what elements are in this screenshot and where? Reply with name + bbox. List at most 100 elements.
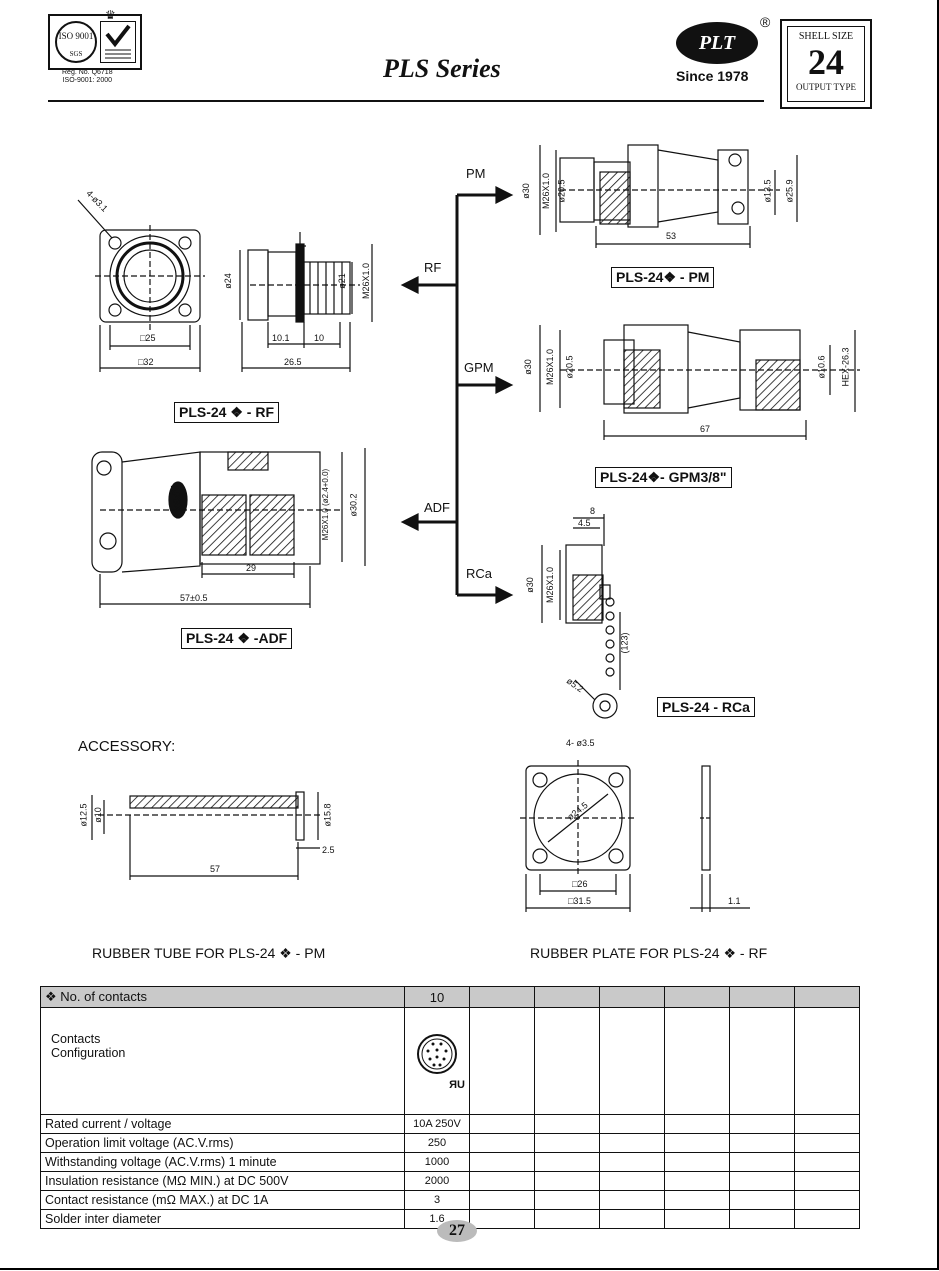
- pm-dim-53: 53: [666, 231, 677, 241]
- pm-dim-20-5: ø20.5: [556, 179, 567, 203]
- rf-model-label: PLS-24 ❖ - RF: [174, 402, 280, 423]
- contacts-count-label: ❖ No. of contacts: [40, 986, 405, 1008]
- row-label: Contact resistance (mΩ MAX.) at DC 1A: [40, 1190, 405, 1210]
- rf-dim-thread: M26X1.0: [361, 262, 372, 300]
- row-label: Insulation resistance (MΩ MIN.) at DC 50…: [40, 1171, 405, 1191]
- plate-dim-26: □26: [572, 879, 588, 889]
- arrow-rf-icon: [400, 276, 419, 294]
- config-label-2: Configuration: [51, 1046, 126, 1060]
- rca-dim-thread: M26X1.0: [545, 566, 556, 604]
- header-rule: [48, 100, 764, 102]
- row-value: 250: [404, 1133, 470, 1153]
- gpm-model-label: PLS-24❖- GPM3/8": [595, 467, 732, 488]
- branch-label-adf: ADF: [424, 500, 450, 515]
- plate-dim-holes: 4- ø3.5: [566, 738, 595, 748]
- cert-standard: ISO-9001: 2000: [62, 77, 113, 84]
- accessory-heading: ACCESSORY:: [78, 738, 176, 755]
- pm-dim-30: ø30: [520, 183, 531, 199]
- rca-model-label: PLS-24 - RCa: [657, 697, 755, 717]
- technical-drawings: [77, 144, 860, 912]
- rca-drawing: [541, 514, 621, 719]
- iso-seal-icon: ISO 9001 SGS: [55, 21, 97, 63]
- rf-dim-10: 10: [314, 333, 325, 343]
- row-label: Operation limit voltage (AC.V.rms): [40, 1133, 405, 1153]
- iso-certification-badge: ISO 9001 SGS: [48, 14, 142, 70]
- rubber-plate-drawing: [520, 760, 750, 912]
- pm-dim-25-9: ø25.9: [784, 179, 795, 203]
- registered-mark: ®: [760, 14, 771, 30]
- contact-layout-icon: [417, 1033, 457, 1074]
- output-type-label: OUTPUT TYPE: [796, 82, 856, 92]
- table-row: Contacts Configuration ЯU: [40, 1007, 860, 1115]
- arrow-pm-icon: [495, 186, 514, 204]
- rf-dim-21: ø21: [336, 273, 347, 289]
- gpm-dim-67: 67: [700, 424, 711, 434]
- row-value: 3: [404, 1190, 470, 1210]
- gpm-dim-hex: HEX-26.3: [840, 347, 851, 387]
- row-label: Solder inter diameter: [40, 1209, 405, 1229]
- contacts-count-value: 10: [404, 986, 470, 1008]
- adf-dim-29: 29: [246, 563, 257, 573]
- shell-size-label: SHELL SIZE: [798, 31, 854, 42]
- cert-registration: Reg. No. Q6718 ISO-9001: 2000: [62, 69, 113, 85]
- rubber-tube-caption: RUBBER TUBE FOR PLS-24 ❖ - PM: [92, 945, 326, 961]
- ul-mark-icon: ЯU: [449, 1078, 465, 1091]
- tube-dim-12-5: ø12.5: [78, 803, 89, 827]
- gpm-dim-30: ø30: [522, 359, 533, 375]
- pm-drawing: [539, 144, 798, 248]
- pm-model-label: PLS-24❖ - PM: [611, 267, 715, 288]
- adf-dim-30-2: ø30.2: [348, 493, 359, 517]
- rf-front-view: [77, 199, 205, 372]
- plt-logo: PLT: [676, 22, 758, 64]
- rf-side-view: [239, 232, 373, 372]
- branch-label-pm: PM: [466, 166, 486, 181]
- since-text: Since 1978: [676, 68, 749, 84]
- row-label: Rated current / voltage: [40, 1114, 405, 1134]
- shell-size-box: SHELL SIZE 24 OUTPUT TYPE: [780, 19, 872, 109]
- adf-dim-57: 57±0.5: [180, 593, 208, 603]
- adf-drawing: [91, 448, 366, 608]
- arrow-adf-icon: [400, 513, 419, 531]
- checkmark-icon: [100, 21, 136, 63]
- tube-dim-57: 57: [210, 864, 221, 874]
- branch-label-rca: RCa: [466, 566, 493, 581]
- rf-dim-26-5: 26.5: [284, 357, 302, 367]
- gpm-dim-10-6: ø10.6: [816, 355, 827, 379]
- arrow-gpm-icon: [495, 376, 514, 394]
- row-value: 10A 250V: [404, 1114, 470, 1134]
- plate-dim-31-5: □31.5: [568, 896, 591, 906]
- cert-reg-number: Reg. No. Q6718: [62, 69, 113, 76]
- table-header-row: ❖ No. of contacts 10: [40, 986, 860, 1008]
- branch-label-gpm: GPM: [464, 360, 494, 375]
- rubber-plate-caption: RUBBER PLATE FOR PLS-24 ❖ - RF: [530, 945, 768, 961]
- tube-dim-2-5: 2.5: [322, 845, 335, 855]
- pm-dim-13-5: ø13.5: [762, 179, 773, 203]
- table-row: Withstanding voltage (AC.V.rms) 1 minute…: [40, 1152, 860, 1172]
- rca-dim-123: (123): [619, 632, 630, 654]
- shell-size-number: 24: [808, 42, 844, 82]
- branch-label-rf: RF: [424, 260, 442, 275]
- rf-dim-32: □32: [138, 357, 154, 367]
- arrow-rca-icon: [495, 586, 514, 604]
- adf-model-label: PLS-24 ❖ -ADF: [181, 628, 293, 649]
- row-label: Withstanding voltage (AC.V.rms) 1 minute: [40, 1152, 405, 1172]
- tube-dim-15-8: ø15.8: [322, 803, 333, 827]
- series-title: PLS Series: [383, 54, 501, 83]
- pm-dim-thread: M26X1.0: [541, 172, 552, 210]
- rubber-tube-drawing: [91, 791, 320, 880]
- config-label-1: Contacts: [51, 1032, 101, 1046]
- gpm-dim-20-5: ø20.5: [564, 355, 575, 379]
- crown-icon: ♛: [105, 8, 116, 22]
- rf-dim-25: □25: [140, 333, 156, 343]
- table-row: Operation limit voltage (AC.V.rms)250: [40, 1133, 860, 1153]
- spec-table: ❖ No. of contacts 10 Contacts Configurat…: [40, 986, 860, 1229]
- rca-dim-8: 8: [590, 506, 596, 516]
- gpm-dim-thread: M26X1.0: [545, 348, 556, 386]
- rf-dim-24: ø24: [222, 273, 233, 289]
- rca-dim-30: ø30: [524, 577, 535, 593]
- row-value: 1000: [404, 1152, 470, 1172]
